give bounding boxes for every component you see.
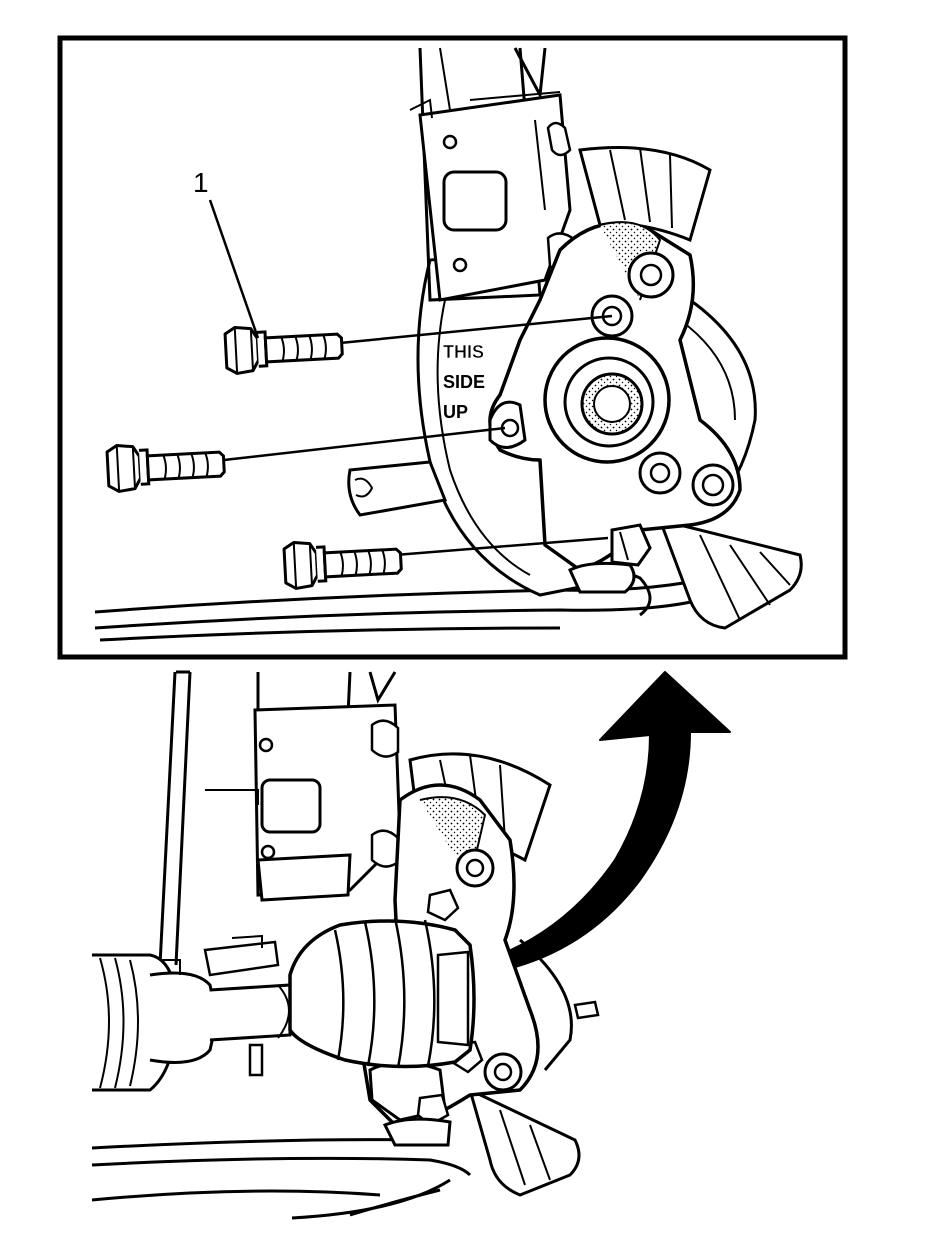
callout-number: 1 xyxy=(193,167,209,198)
callout-leader xyxy=(208,199,260,339)
stabilizer-link xyxy=(158,670,192,966)
curved-arrow-up-icon xyxy=(469,671,731,976)
lower-control-arm xyxy=(94,568,701,642)
drive-axle xyxy=(92,917,476,1092)
stamp-line-1: THIS xyxy=(443,342,484,362)
assembly-overview xyxy=(91,670,600,1220)
stamp-line-2: SIDE xyxy=(443,372,485,392)
strut-assembly-main xyxy=(205,671,402,902)
callout-1: 1 xyxy=(193,167,260,339)
hub-bearing xyxy=(543,336,671,464)
orientation-stamp: THIS SIDE UP xyxy=(443,342,485,422)
detail-view: THIS SIDE UP 1 xyxy=(57,35,848,660)
stamp-line-3: UP xyxy=(443,402,468,422)
steering-knuckle xyxy=(347,221,742,594)
lower-control-arm-main xyxy=(91,1138,472,1220)
bolt-leader-lines xyxy=(223,314,613,557)
